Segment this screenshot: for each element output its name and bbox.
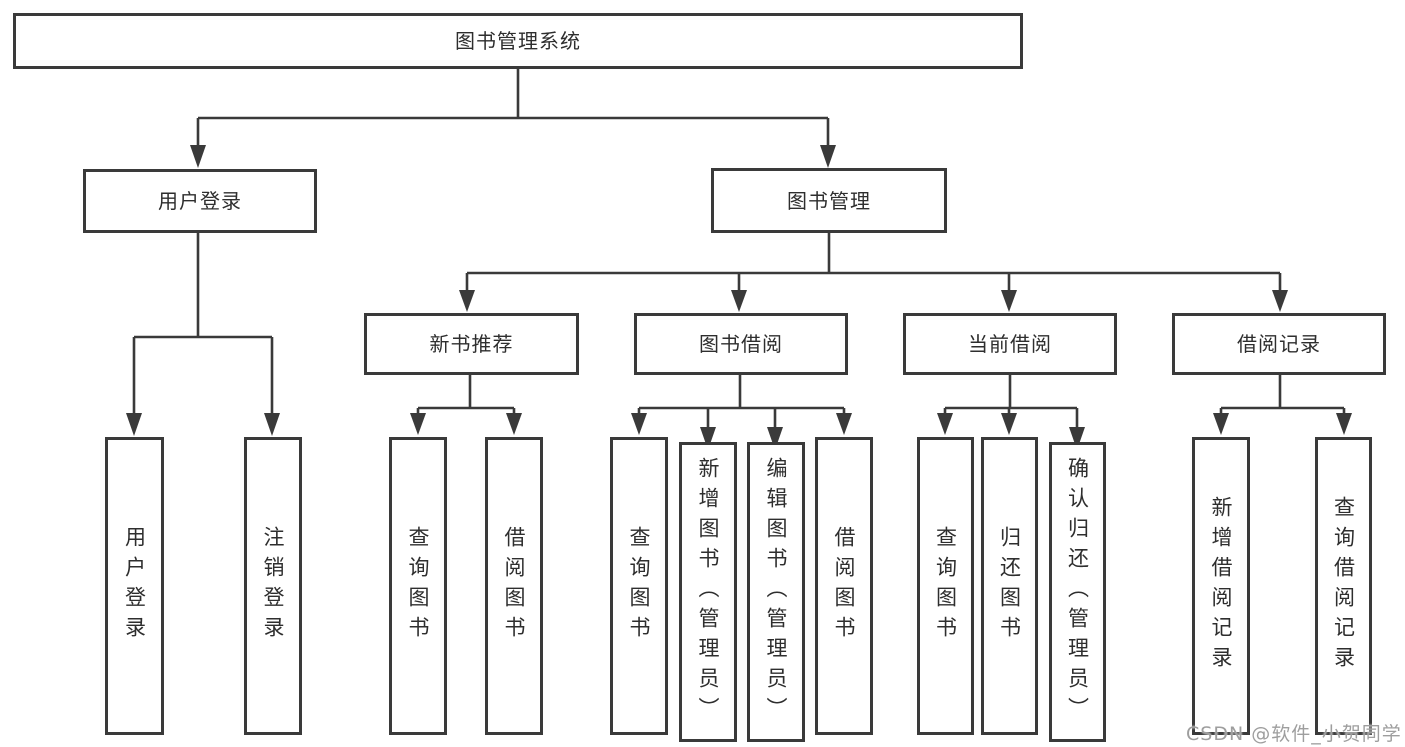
csdn-watermark: CSDN @软件_小贺同学 [1186,723,1402,745]
node-label: 注销登录 [261,526,285,646]
node-new-book-recommend: 新书推荐 [364,313,579,375]
node-book-borrowing: 图书借阅 [634,313,848,375]
leaf-user-login: 用户登录 [105,437,164,735]
node-book-management: 图书管理 [711,168,947,233]
node-label: 查询借阅记录 [1331,496,1356,676]
node-label: 新增图书（管理员） [696,457,720,727]
node-label: 编辑图书（管理员） [764,457,788,727]
leaf-query-books-recommend: 查询图书 [389,437,447,735]
node-current-borrowing: 当前借阅 [903,313,1117,375]
node-label: 查询图书 [933,526,958,646]
leaf-edit-book-admin: 编辑图书（管理员） [747,442,805,742]
leaf-add-book-admin: 新增图书（管理员） [679,442,737,742]
leaf-confirm-return-admin: 确认归还（管理员） [1049,442,1106,742]
node-root: 图书管理系统 [13,13,1023,69]
leaf-add-borrow-record: 新增借阅记录 [1192,437,1250,735]
node-label: 借阅图书 [832,526,856,646]
leaf-borrow-books-recommend: 借阅图书 [485,437,543,735]
node-label: 用户登录 [122,526,147,646]
node-label: 查询图书 [627,526,651,646]
leaf-query-books-current: 查询图书 [917,437,974,735]
leaf-borrow-books-borrowing: 借阅图书 [815,437,873,735]
node-label: 归还图书 [997,526,1022,646]
leaf-logout: 注销登录 [244,437,302,735]
leaf-query-borrow-record: 查询借阅记录 [1315,437,1372,735]
node-label: 确认归还（管理员） [1065,457,1090,727]
node-label: 借阅图书 [502,526,526,646]
leaf-return-books: 归还图书 [981,437,1038,735]
node-label: 查询图书 [406,526,430,646]
node-user-login-branch: 用户登录 [83,169,317,233]
node-label: 新增借阅记录 [1209,496,1233,676]
node-borrow-records: 借阅记录 [1172,313,1386,375]
leaf-query-books-borrowing: 查询图书 [610,437,668,735]
